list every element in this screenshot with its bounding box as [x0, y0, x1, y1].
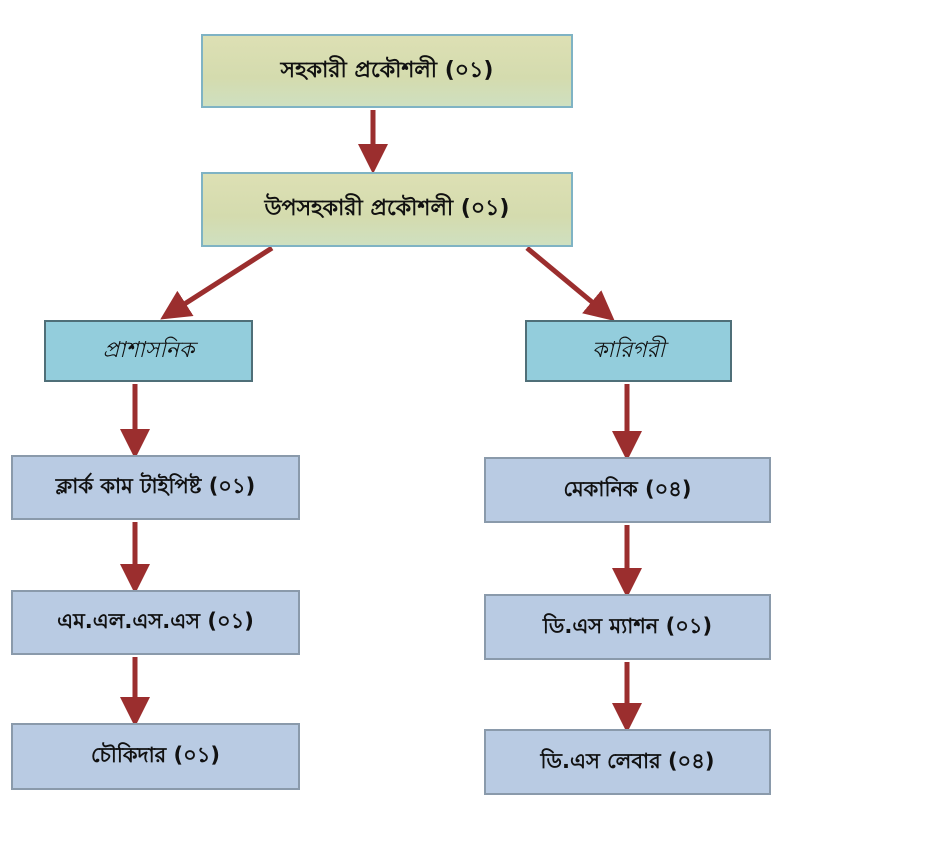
node-label: মেকানিক (০৪): [563, 476, 692, 501]
node-ds-mason: ডি.এস ম্যাশন (০১): [484, 594, 771, 660]
node-clerk-cum-typist: ক্লার্ক কাম টাইপিষ্ট (০১): [11, 455, 300, 520]
node-assistant-engineer: সহকারী প্রকৌশলী (০১): [201, 34, 573, 108]
arrow-second-to-technical: [525, 246, 615, 321]
node-label: চৌকিদার (০১): [90, 743, 221, 767]
node-chowkidar: চৌকিদার (০১): [11, 723, 300, 790]
node-label: সহকারী প্রকৌশলী (০১): [280, 57, 494, 83]
node-ds-labour: ডি.এস লেবার (০৪): [484, 729, 771, 795]
node-label: প্রাশাসনিক: [102, 337, 195, 363]
arrow-second-to-admin: [160, 245, 274, 320]
node-label: ডি.এস ম্যাশন (০১): [542, 613, 713, 638]
node-category-administrative: প্রাশাসনিক: [44, 320, 253, 382]
node-mlss: এম.এল.এস.এস (০১): [11, 590, 300, 655]
node-label: কারিগরী: [592, 337, 665, 363]
node-label: এম.এল.এস.এস (০১): [57, 609, 254, 633]
node-label: ডি.এস লেবার (০৪): [540, 748, 715, 773]
node-label: উপসহকারী প্রকৌশলী (০১): [264, 196, 510, 221]
node-label: ক্লার্ক কাম টাইপিষ্ট (০১): [55, 474, 256, 498]
node-mechanic: মেকানিক (০৪): [484, 457, 771, 523]
node-category-technical: কারিগরী: [525, 320, 732, 382]
node-sub-assistant-engineer: উপসহকারী প্রকৌশলী (০১): [201, 172, 573, 247]
